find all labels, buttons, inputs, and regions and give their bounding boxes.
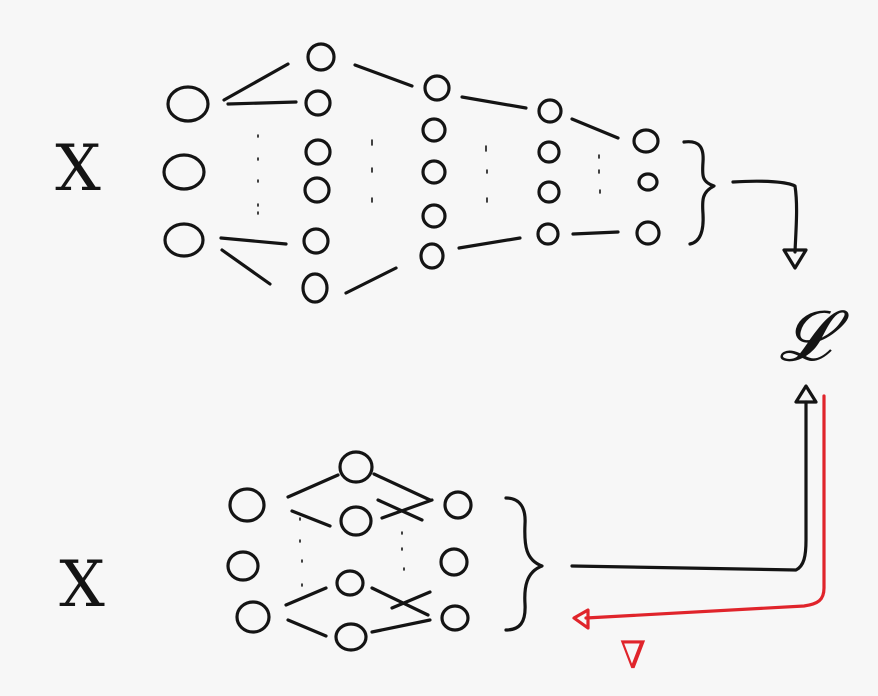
neuron: [334, 622, 368, 652]
connection-line: [460, 95, 528, 110]
neuron: [303, 176, 331, 204]
neuron: [439, 547, 469, 577]
neuron: [440, 604, 470, 632]
bottom-layer-1: [226, 487, 271, 634]
neuron: [421, 203, 447, 229]
bottom-connections: [284, 472, 434, 638]
top-network: X: [55, 42, 716, 304]
neuron: [632, 128, 660, 154]
ellipsis-dots: [485, 145, 488, 203]
neuron: [338, 450, 374, 484]
neuron: [304, 138, 332, 166]
bottom-output-brace: [504, 496, 544, 632]
neuron: [537, 140, 561, 164]
loss-symbol: 𝓛: [780, 295, 850, 377]
connection-line: [353, 63, 414, 88]
top-output-brace: [682, 140, 716, 246]
neuron: [537, 98, 563, 124]
neuron: [423, 74, 451, 102]
arrow-line: [570, 400, 808, 572]
connection-line: [286, 618, 328, 638]
connection-line: [390, 590, 432, 610]
neuron: [302, 227, 330, 255]
connection-line: [284, 586, 328, 607]
gradient-symbol: ∇: [620, 633, 647, 677]
neuron: [235, 600, 271, 634]
top-layer-1: [162, 85, 210, 258]
top-layer-5: [632, 128, 661, 246]
top-to-loss-arrow: [731, 179, 808, 270]
ellipsis-dots: [299, 517, 303, 587]
neuron: [306, 42, 336, 72]
connection-line: [344, 266, 398, 295]
connection-line: [219, 236, 288, 246]
arrow-head-left-icon: [572, 608, 590, 630]
connection-line: [222, 62, 290, 102]
bottom-to-loss-arrow: [570, 384, 818, 572]
top-ellipsis-dots: [257, 134, 601, 215]
gradient-arrow-line: [584, 394, 826, 620]
top-layer-3: [419, 74, 451, 270]
connection-line: [570, 117, 620, 140]
neuron: [536, 222, 560, 246]
top-layer-4: [536, 98, 563, 246]
neuron: [228, 487, 266, 523]
neuron: [443, 490, 473, 520]
connection-line: [571, 230, 620, 236]
neuron: [163, 222, 205, 258]
neuron: [419, 242, 445, 270]
connection-line: [380, 498, 434, 520]
connection-line: [372, 472, 432, 502]
top-input-label: X: [55, 132, 101, 206]
arrow-head-down-icon: [782, 248, 808, 270]
top-connections: [219, 62, 620, 295]
neuron: [537, 180, 561, 204]
bottom-layer-3: [439, 490, 473, 632]
neuron: [304, 89, 332, 117]
connection-line: [290, 509, 332, 528]
bottom-input-label: X: [59, 548, 105, 622]
connection-line: [370, 586, 430, 617]
connection-line: [226, 100, 298, 106]
arrow-head-up-icon: [794, 384, 818, 404]
neuron: [637, 172, 659, 192]
gradient-arrow: ∇: [572, 394, 826, 677]
connection-line: [286, 473, 340, 499]
neuron: [162, 153, 206, 191]
top-layer-2: [301, 42, 336, 304]
bottom-ellipsis-dots: [299, 517, 405, 587]
neuron: [301, 272, 329, 304]
bottom-network: X: [59, 450, 544, 652]
neuron: [635, 220, 661, 246]
neuron: [421, 117, 447, 143]
neuron: [339, 505, 373, 537]
ellipsis-dots: [598, 154, 601, 194]
neuron: [421, 159, 447, 185]
neuron: [335, 569, 365, 597]
neuron: [166, 85, 210, 123]
connection-line: [220, 248, 272, 286]
arrow-line: [731, 179, 799, 254]
bottom-layer-2: [334, 450, 374, 652]
neuron: [226, 550, 260, 582]
connection-line: [457, 236, 522, 250]
connection-line: [370, 618, 432, 634]
ellipsis-dots: [401, 531, 405, 571]
